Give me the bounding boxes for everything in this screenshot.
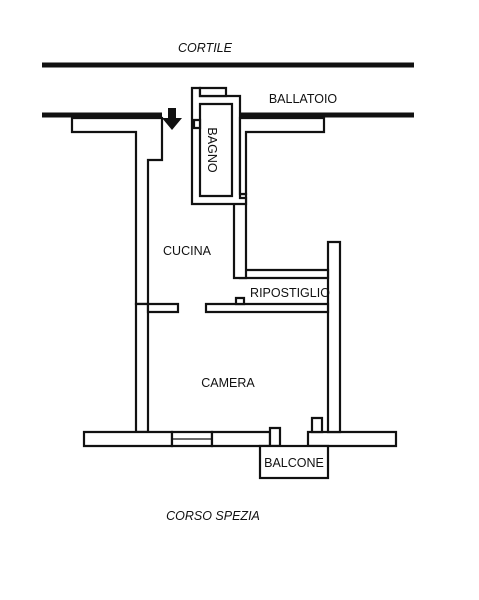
courtyard-label: CORTILE — [178, 41, 233, 55]
wall-storage-top — [238, 268, 330, 280]
wall-bottom-left — [82, 430, 174, 448]
street-label: CORSO SPEZIA — [166, 509, 260, 523]
wall-bathroom-stub — [192, 118, 202, 130]
wall-left — [134, 302, 150, 434]
bedroom-label: CAMERA — [201, 376, 255, 390]
gallery-label: BALLATOIO — [269, 92, 338, 106]
wall-upper-right — [238, 116, 326, 196]
balcony-door-frame — [268, 426, 282, 448]
wall-divider-stub — [234, 296, 246, 306]
storage-label: RIPOSTIGLIO — [250, 286, 330, 300]
wall-divider-right — [204, 302, 330, 314]
wall-upper-left — [70, 116, 164, 306]
balcony-label: BALCONE — [264, 456, 324, 470]
balcony-box — [258, 444, 330, 480]
wall-bottom-middle — [210, 430, 272, 448]
entrance-arrow-icon — [162, 108, 182, 130]
wall-right — [326, 240, 342, 434]
wall-divider-left — [146, 302, 180, 314]
wall-storage-left — [232, 192, 248, 280]
wall-bathroom-cap — [198, 86, 228, 98]
wall-bottom-right — [306, 430, 398, 448]
wall-bottom-right-stub — [310, 416, 324, 434]
bathroom-label: BAGNO — [205, 127, 219, 172]
kitchen-label: CUCINA — [163, 244, 212, 258]
